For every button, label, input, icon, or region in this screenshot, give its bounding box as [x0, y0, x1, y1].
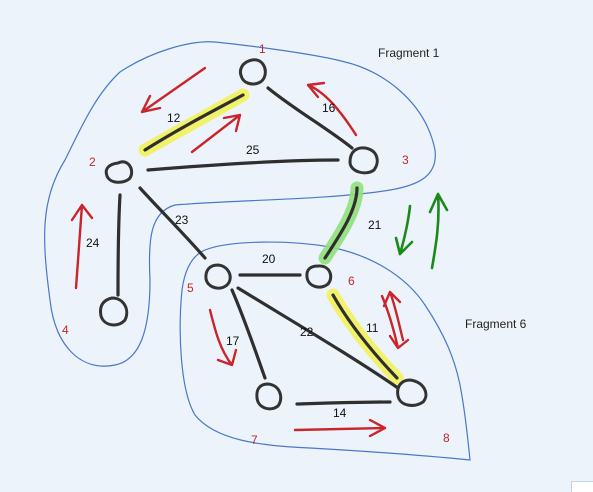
node-label-7: 7	[251, 433, 258, 447]
red-arrow-5-to-7	[208, 308, 238, 367]
red-arrow-3-to-1	[306, 81, 358, 137]
node-label-2: 2	[89, 155, 96, 169]
edge-2-3	[146, 158, 340, 172]
edge-label-14: 14	[333, 406, 347, 420]
edge-1-3	[266, 86, 354, 150]
red-arrow-1-to-2	[140, 66, 207, 114]
edge-label-24: 24	[86, 236, 100, 250]
edge-label-22: 22	[300, 325, 314, 339]
fragment-1-outline	[44, 41, 436, 367]
edge-labels: 12 16 25 23 24 21 20 17 22 11 14	[86, 101, 382, 420]
node-label-4: 4	[62, 323, 69, 337]
node-6	[305, 264, 333, 289]
node-1	[238, 58, 267, 86]
red-arrow-2-to-1	[190, 113, 242, 154]
node-4	[99, 296, 129, 327]
edge-label-16: 16	[322, 101, 336, 115]
node-8	[396, 378, 428, 407]
node-label-1: 1	[259, 42, 266, 56]
edge-label-25: 25	[246, 143, 260, 157]
red-arrows	[70, 66, 410, 438]
node-label-3: 3	[402, 153, 409, 167]
highlight-edge-21	[318, 181, 364, 265]
node-labels: 1 2 3 4 5 6 7 8	[62, 42, 450, 447]
edge-label-20: 20	[262, 252, 276, 266]
node-2	[104, 160, 134, 184]
edge-2-1	[143, 93, 245, 152]
green-arrows	[394, 192, 449, 270]
edge-7-8	[295, 400, 392, 406]
edge-6-8	[331, 293, 399, 380]
edge-5-7	[230, 288, 267, 380]
edge-label-11: 11	[366, 321, 379, 335]
fragment-1-label: Fragment 1	[378, 46, 440, 60]
red-arrow-8-to-6	[382, 290, 405, 342]
node-7	[255, 382, 283, 411]
edge-2-5	[138, 186, 207, 260]
edge-label-12: 12	[167, 111, 181, 125]
edge-label-17: 17	[226, 334, 240, 348]
edge-2-4	[116, 193, 122, 297]
node-label-6: 6	[348, 274, 355, 288]
red-arrow-4-to-2	[70, 203, 94, 290]
fragment-6-label: Fragment 6	[465, 317, 527, 331]
node-5	[204, 263, 232, 290]
green-arrow-6-to-3	[428, 192, 449, 270]
edge-label-23: 23	[175, 213, 189, 227]
green-arrow-3-to-6	[394, 204, 414, 256]
corner-resize-box	[571, 481, 593, 492]
node-label-5: 5	[187, 281, 194, 295]
edges	[116, 86, 400, 406]
edge-label-21: 21	[368, 218, 382, 232]
fragment-6-outline	[179, 241, 471, 461]
nodes	[99, 58, 428, 411]
red-arrow-7-to-8	[293, 418, 387, 438]
node-3	[348, 146, 379, 175]
edge-3-6	[323, 186, 359, 260]
node-label-8: 8	[443, 431, 450, 445]
red-arrow-6-to-8	[380, 294, 410, 350]
edge-5-8	[236, 286, 400, 390]
